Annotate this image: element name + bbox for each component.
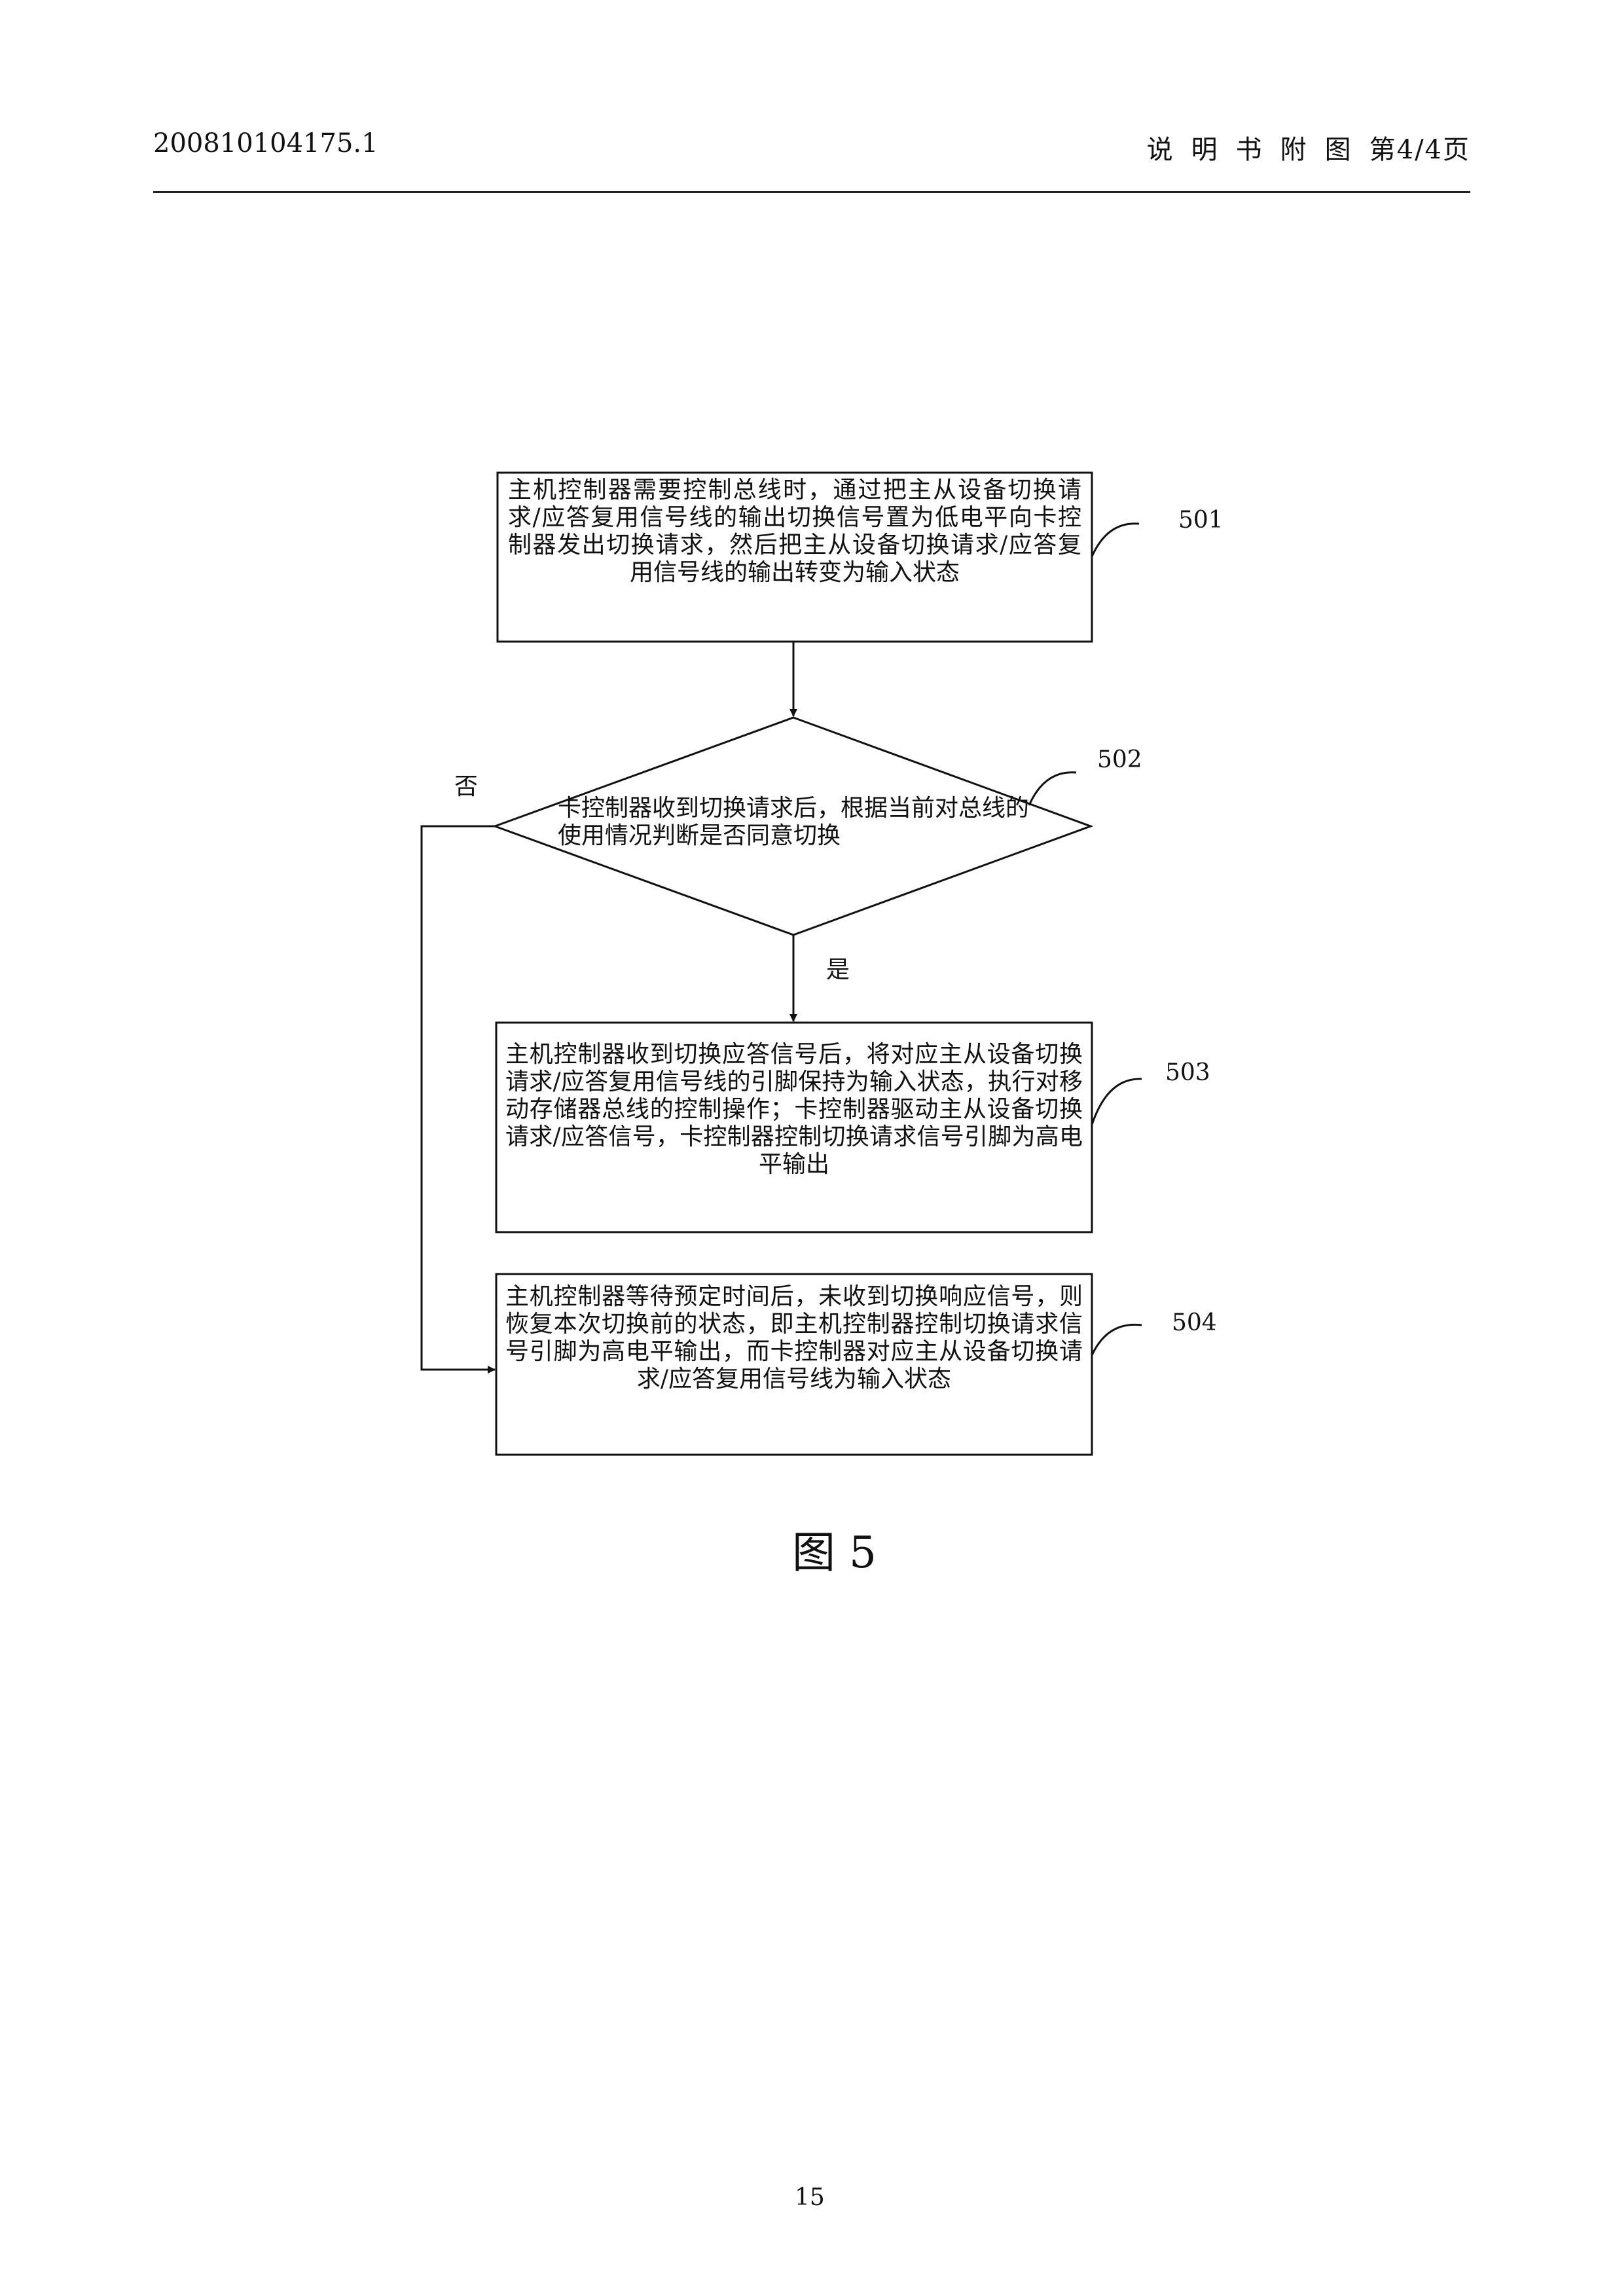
figure-caption: 图 5 (792, 1527, 877, 1578)
step-501-text: 主机控制器需要控制总线时，通过把主从设备切换请求/应答复用信号线的输出切换信号置… (508, 477, 1081, 586)
patent-number: 200810104175.1 (153, 128, 378, 158)
header-char: 明 (1191, 135, 1219, 165)
header-rule (153, 191, 1470, 193)
ref-501: 501 (1178, 507, 1223, 534)
step-503-box (495, 1021, 1093, 1233)
leader-502 (1028, 771, 1077, 806)
decision-502-text: 卡控制器收到切换请求后，根据当前对总线的使用情况判断是否同意切换 (558, 795, 1030, 849)
header-section-title: 说明书附图第4/4页 (1147, 128, 1470, 166)
arrow-502-504-no-branch (420, 825, 496, 1374)
page-number: 15 (795, 2184, 825, 2211)
step-503-text: 主机控制器收到切换应答信号后，将对应主从设备切换请求/应答复用信号线的引脚保持为… (505, 1041, 1083, 1178)
header-char: 附 (1280, 135, 1308, 165)
step-501-box (496, 471, 1093, 643)
leader-501 (1091, 522, 1140, 557)
step-504-box (495, 1273, 1093, 1456)
branch-yes-label: 是 (826, 957, 850, 983)
header-char: 说 (1146, 135, 1174, 165)
step-504-text: 主机控制器等待预定时间后，未收到切换响应信号，则恢复本次切换前的状态，即主机控制… (505, 1283, 1083, 1393)
ref-504: 504 (1172, 1309, 1217, 1336)
leader-504 (1091, 1323, 1142, 1356)
branch-no-label: 否 (454, 773, 479, 800)
ref-503: 503 (1165, 1059, 1210, 1086)
ref-502: 502 (1097, 746, 1142, 773)
leader-503 (1091, 1078, 1142, 1125)
header-char: 图 (1324, 135, 1352, 165)
header-char: 书 (1235, 135, 1263, 165)
header-page-label: 第4/4页 (1369, 135, 1470, 165)
